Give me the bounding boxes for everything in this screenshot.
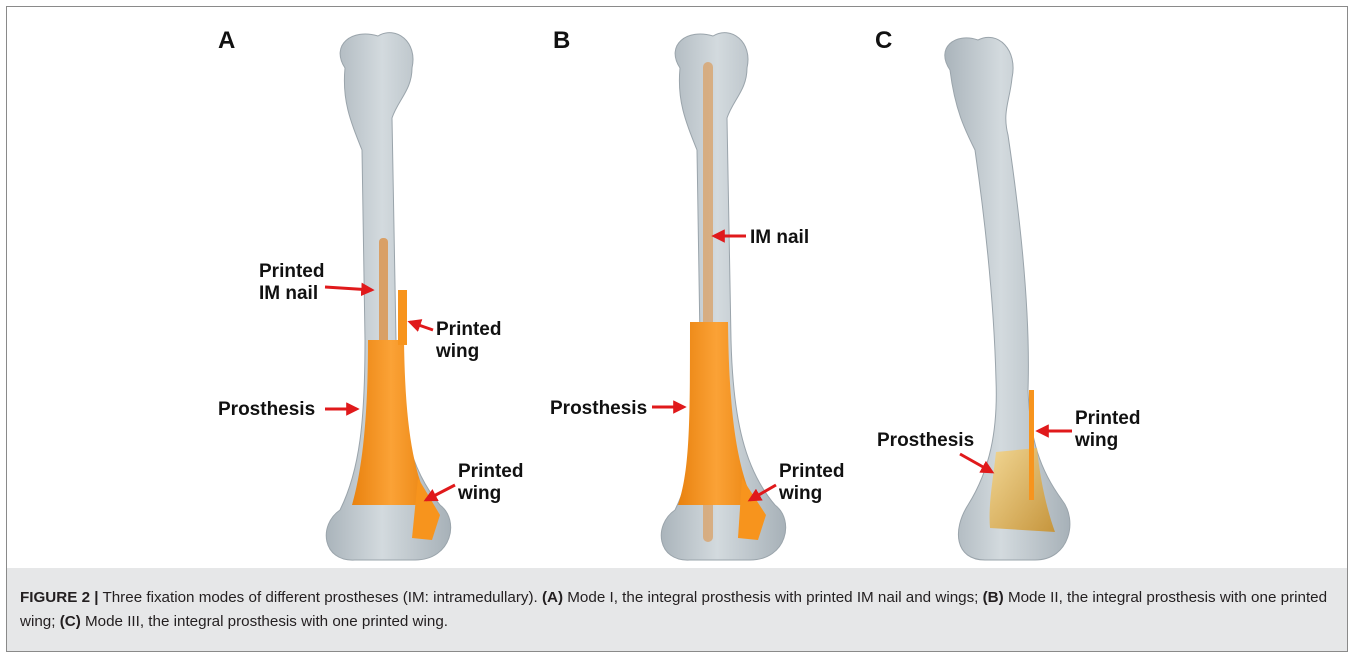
label-a-prosthesis: Prosthesis xyxy=(218,399,315,420)
label-a-nail-1: Printed xyxy=(259,261,324,282)
caption-figure-label: FIGURE 2 | xyxy=(20,589,99,606)
caption-c-tag: (C) xyxy=(60,613,81,630)
label-b-wing-1: Printed xyxy=(779,461,844,482)
caption-b-tag: (B) xyxy=(983,589,1004,606)
caption-a-text: Mode I, the integral prosthesis with pri… xyxy=(563,589,983,606)
figure-illustration: A B C Printed IM nail Printed wing Prost… xyxy=(0,0,1355,570)
femur-a xyxy=(326,33,450,560)
femur-c xyxy=(945,37,1070,560)
caption-a-tag: (A) xyxy=(542,589,563,606)
arrow-a-wing-top xyxy=(410,322,433,330)
label-a-wing-bottom-2: wing xyxy=(457,483,501,504)
panel-letter-c: C xyxy=(875,27,892,54)
label-c-wing-2: wing xyxy=(1074,430,1118,451)
label-b-prosthesis: Prosthesis xyxy=(550,398,647,419)
femur-b xyxy=(661,33,785,560)
label-a-wing-top-1: Printed xyxy=(436,319,501,340)
label-a-nail-2: IM nail xyxy=(259,283,318,304)
panel-letter-b: B xyxy=(553,27,570,54)
panel-letter-a: A xyxy=(218,27,235,54)
caption-c-text: Mode III, the integral prosthesis with o… xyxy=(81,613,448,630)
label-b-wing-2: wing xyxy=(778,483,822,504)
label-a-wing-bottom-1: Printed xyxy=(458,461,523,482)
label-b-nail: IM nail xyxy=(750,227,809,248)
label-c-prosthesis: Prosthesis xyxy=(877,430,974,451)
label-c-wing-1: Printed xyxy=(1075,408,1140,429)
label-a-wing-top-2: wing xyxy=(435,341,479,362)
figure-caption: FIGURE 2 | Three fixation modes of diffe… xyxy=(20,586,1330,634)
caption-intro: Three fixation modes of different prosth… xyxy=(99,589,542,606)
